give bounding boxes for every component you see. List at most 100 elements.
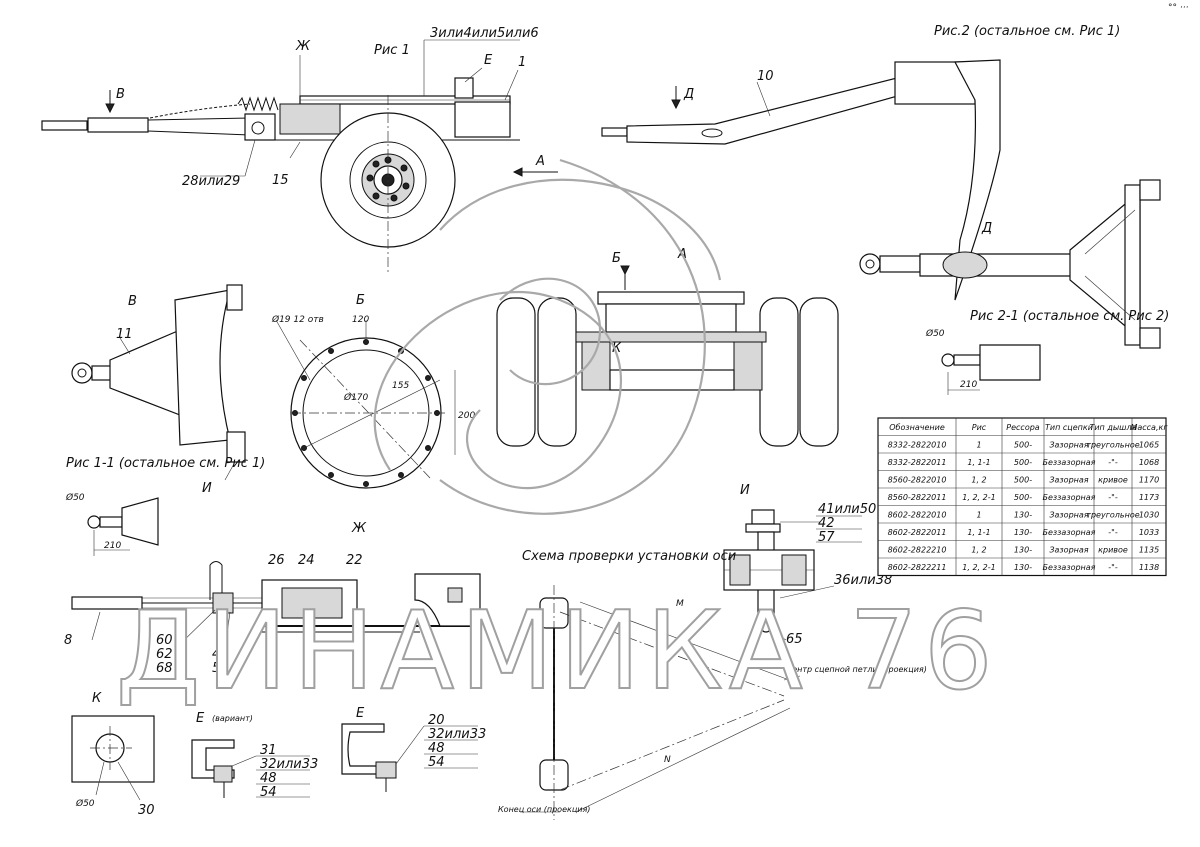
- view-E1-title: Е: [196, 711, 205, 726]
- spec-table-cell: 1138: [1139, 563, 1159, 572]
- spec-table-cell: 1, 2: [971, 545, 986, 554]
- spec-table-cell: 1: [976, 510, 981, 519]
- fig21-detail: [941, 344, 1041, 395]
- spec-table-header: Рис: [972, 423, 987, 432]
- spec-table-cell: кривое: [1098, 545, 1128, 554]
- figure-2-curved-drawbar: [601, 59, 1001, 301]
- view-B-dim-r: 155: [392, 381, 409, 391]
- view-B-title: Б: [356, 293, 365, 308]
- spec-table-cell: кривое: [1098, 475, 1128, 484]
- spec-table-cell: Зазорная: [1049, 475, 1088, 484]
- view-I-42: 42: [818, 516, 835, 531]
- spec-table-cell: 8332-2822011: [888, 458, 947, 467]
- spec-table-cell: Зазорная: [1049, 510, 1088, 519]
- spec-table-cell: -"-: [1108, 563, 1118, 572]
- view-I-41: 41или50: [818, 502, 876, 517]
- view-V-label-I: И: [202, 481, 212, 496]
- fig11-title: Рис 1-1 (остальное см. Рис 1): [66, 456, 265, 471]
- fig11-d210: 210: [104, 541, 121, 551]
- view-K-d50: Ø50: [75, 798, 95, 809]
- spec-table-cell: 500-: [1014, 458, 1032, 467]
- fig1-label-15: 15: [272, 173, 289, 188]
- spec-table-frame: [877, 417, 1167, 577]
- spec-table-cell: Зазорная: [1049, 440, 1088, 449]
- view-ZH-52: 52: [212, 661, 229, 676]
- spec-table-cell: 1, 1-1: [967, 528, 990, 537]
- fig2-title: Рис.2 (остальное см. Рис 1): [934, 24, 1120, 39]
- spec-table-cell: 8560-2822011: [888, 493, 947, 502]
- view-ZH-title: Ж: [351, 521, 367, 536]
- scheme-axis-end: Конец оси (проекция): [498, 805, 590, 814]
- fig1-label-A: А: [535, 154, 545, 169]
- spec-table-header: Обозначение: [889, 423, 945, 432]
- watermark-text: ДИНАМИКА 76: [116, 589, 999, 714]
- view-V-title: В: [128, 294, 137, 309]
- view-ZH-22: 22: [346, 553, 363, 568]
- view-I-bolt: [723, 509, 862, 641]
- view-E2-54: 54: [428, 755, 445, 770]
- view-B-dim-top: 120: [352, 315, 369, 325]
- spec-table-cell: 130-: [1014, 545, 1032, 554]
- scheme-m: М: [676, 599, 684, 609]
- view-ZH-8: 8: [64, 633, 72, 648]
- fig11-detail: [87, 497, 159, 556]
- view-B-dim-side: 200: [458, 411, 475, 421]
- view-A-label-B: Б: [612, 251, 621, 266]
- spec-table-header: Тип сцепки: [1045, 423, 1093, 432]
- fig1-label-B: В: [116, 87, 125, 102]
- spec-table-header: Тип дышла: [1089, 423, 1136, 432]
- fig1-label-1: 1: [518, 55, 526, 70]
- spec-table-cell: 1, 1-1: [967, 458, 990, 467]
- spec-table-cell: 1030: [1139, 510, 1159, 519]
- spec-table-header: Масса,кг: [1130, 423, 1168, 432]
- view-ZH-hitch-section: [71, 561, 481, 651]
- spec-table-cell: 8602-2822211: [888, 563, 947, 572]
- fig21-title: Рис 2-1 (остальное см. Рис 2): [970, 309, 1169, 324]
- spec-table-cell: треугольное: [1086, 510, 1139, 519]
- spec-table-cell: 1, 2: [971, 475, 986, 484]
- view-E1: [191, 739, 310, 798]
- view-B-dim-holes: Ø19 12 отв: [271, 314, 324, 325]
- corner-mark: °° ···: [1168, 3, 1189, 13]
- spec-table-header: Рессора: [1006, 423, 1040, 432]
- fig1-title: Рис 1: [374, 43, 410, 58]
- view-E2-48: 48: [428, 741, 445, 756]
- spec-table-cell: 500-: [1014, 493, 1032, 502]
- fig2-label-D: Д: [683, 87, 694, 102]
- view-I-36: 36или38: [834, 573, 892, 588]
- view-V-label-11: 11: [116, 327, 133, 342]
- view-V-triangular-drawbar: [71, 284, 246, 481]
- spec-table-cell: 1065: [1139, 440, 1159, 449]
- spec-table-cell: 8560-2822010: [888, 475, 947, 484]
- view-E2-20: 20: [428, 713, 445, 728]
- spec-table-cell: 8602-2822210: [888, 545, 947, 554]
- spec-table-cell: 1068: [1139, 458, 1159, 467]
- fig1-label-E: Е: [484, 53, 493, 68]
- figure-1-side-view: [41, 39, 558, 275]
- spec-table-cell: Беззазорная: [1043, 493, 1096, 502]
- spec-table-cell: Беззазорная: [1043, 458, 1096, 467]
- view-A-label-K: К: [612, 341, 622, 356]
- view-ZH-26: 26: [268, 553, 285, 568]
- spec-table-cell: 8332-2822010: [888, 440, 947, 449]
- fig11-d50: Ø50: [65, 492, 85, 503]
- spec-table-cell: Зазорная: [1049, 545, 1088, 554]
- view-ZH-68: 68: [156, 661, 173, 676]
- spec-table-cell: 130-: [1014, 528, 1032, 537]
- fig1-label-28: 28или29: [182, 174, 240, 189]
- view-I-title: И: [740, 483, 750, 498]
- view-I-65: 65: [786, 632, 803, 647]
- scheme-title: Схема проверки установки оси: [522, 549, 736, 564]
- spec-table-cell: 1170: [1139, 475, 1159, 484]
- spec-table-cell: 1: [976, 440, 981, 449]
- view-E2: [341, 723, 478, 792]
- fig1-label-ZH: Ж: [295, 39, 311, 54]
- spec-table-cell: -"-: [1108, 528, 1118, 537]
- view-A-rear-twin-wheels: [496, 265, 839, 447]
- spec-table-cell: 1, 2, 2-1: [962, 563, 995, 572]
- view-K-title: К: [92, 691, 102, 706]
- spec-table-cell: 1135: [1139, 545, 1159, 554]
- spec-table-cell: -"-: [1108, 493, 1118, 502]
- spec-table-cell: 1033: [1139, 528, 1159, 537]
